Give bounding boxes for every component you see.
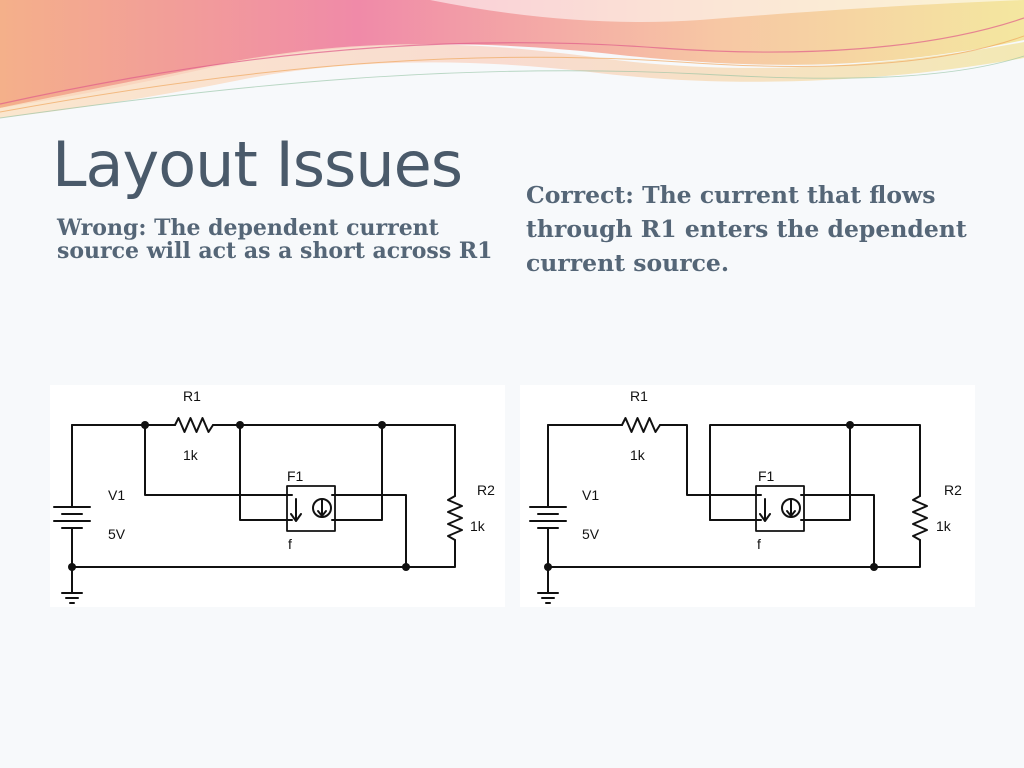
r1-value-label: 1k (630, 447, 646, 463)
wire (547, 424, 921, 594)
correct-caption-line-1: Correct: The current that flows (526, 181, 936, 209)
f1-gain-label: f (288, 536, 292, 552)
wire (71, 424, 456, 594)
f1-name-label: F1 (758, 468, 775, 484)
v1-battery (53, 506, 91, 529)
correct-caption-line-2: through R1 enters the dependent (526, 215, 967, 244)
wrong-caption-line-1: Wrong: The dependent current (57, 215, 439, 241)
f1-name-label: F1 (287, 468, 304, 484)
wrong-circuit-diagram: R1 1k V1 5V F1 f R2 1k (50, 385, 505, 607)
correct-caption: Correct: The current that flows through … (526, 178, 996, 280)
r2-name-label: R2 (477, 482, 495, 498)
r1-resistor (621, 417, 661, 433)
r1-name-label: R1 (183, 388, 201, 404)
wrong-caption: Wrong: The dependent current source will… (57, 215, 507, 265)
r1-resistor (174, 417, 214, 433)
ground-symbol (61, 592, 83, 604)
junction-dots (68, 421, 410, 571)
decorative-banner (0, 0, 1024, 119)
r2-name-label: R2 (944, 482, 962, 498)
v1-name-label: V1 (108, 487, 125, 503)
correct-circuit-diagram: R1 1k V1 5V F1 f R2 1k (520, 385, 975, 607)
r2-resistor (447, 495, 463, 541)
r2-value-label: 1k (470, 518, 486, 534)
ground-symbol (537, 592, 559, 604)
slide-title: Layout Issues (52, 128, 463, 201)
r1-name-label: R1 (630, 388, 648, 404)
correct-caption-line-3: current source. (526, 249, 730, 278)
v1-value-label: 5V (582, 526, 600, 542)
v1-battery (529, 506, 567, 529)
f1-dependent-current-source (286, 485, 336, 532)
f1-gain-label: f (757, 536, 761, 552)
v1-value-label: 5V (108, 526, 126, 542)
r1-value-label: 1k (183, 447, 199, 463)
r2-resistor (912, 495, 928, 541)
v1-name-label: V1 (582, 487, 599, 503)
junction-dots (544, 421, 878, 571)
r2-value-label: 1k (936, 518, 952, 534)
wrong-caption-line-2: source will act as a short across R1 (57, 238, 493, 265)
f1-dependent-current-source (755, 485, 805, 532)
